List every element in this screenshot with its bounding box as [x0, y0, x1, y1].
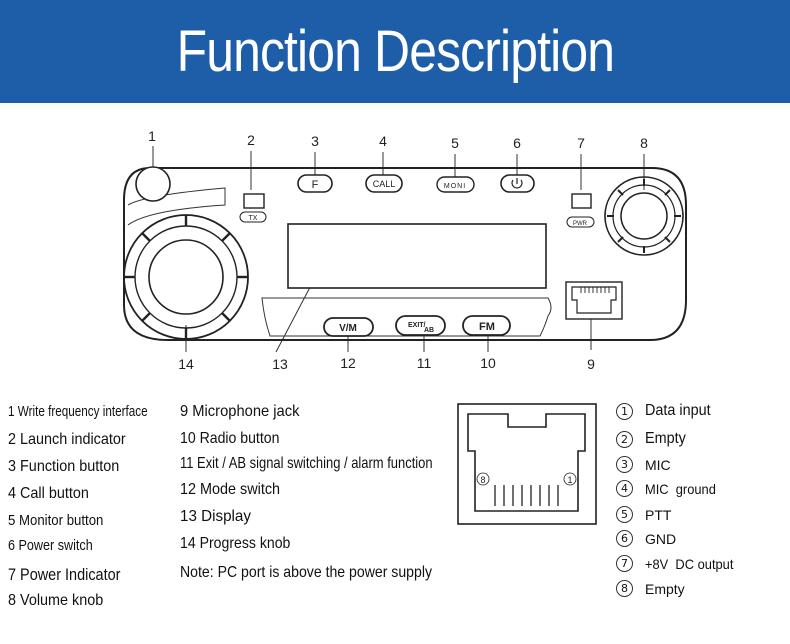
power-icon	[511, 179, 523, 189]
tx-label: TX	[249, 215, 258, 222]
pin-number: 5	[616, 506, 633, 523]
callout-7: 7	[577, 135, 585, 151]
pin-label: PTT	[645, 506, 672, 523]
pin-label: GND	[645, 530, 677, 547]
callout-6: 6	[513, 135, 521, 151]
radio-front-panel-diagram: 1 2 3 4 5 6 7 8 9 10 11 12 13 14	[123, 128, 687, 372]
pin-item: 6 GND	[616, 530, 676, 547]
power-indicator	[571, 193, 592, 209]
progress-knob	[123, 214, 249, 340]
exit-label: EXIT/	[408, 322, 426, 329]
function-item: 12 Mode switch	[180, 481, 281, 498]
pin-number: 6	[616, 530, 633, 547]
pin-number: 8	[616, 580, 633, 597]
function-item: 13 Display	[180, 508, 251, 525]
call-button-label: CALL	[373, 179, 396, 189]
exit-ab-button[interactable]: EXIT/ AB	[395, 315, 446, 336]
jack-pinout-diagram: 8 1	[457, 403, 597, 525]
pin-item: 8 Empty	[616, 580, 685, 597]
microphone-jack	[565, 281, 623, 320]
function-button[interactable]: F	[297, 174, 333, 193]
pin-label: MIC ground	[645, 480, 716, 497]
pin-label: Empty	[645, 430, 686, 447]
callout-13: 13	[272, 356, 288, 372]
call-button[interactable]: CALL	[365, 174, 403, 193]
function-item: 5 Monitor button	[8, 512, 104, 529]
pin-item: 1 Data input	[616, 402, 718, 420]
mode-switch-label: V/M	[339, 323, 357, 334]
function-item: 8 Volume knob	[8, 592, 104, 609]
write-frequency-interface	[135, 166, 171, 202]
function-item: 9 Microphone jack	[180, 403, 300, 420]
function-item: 4 Call button	[8, 485, 89, 502]
callout-12: 12	[340, 355, 356, 371]
title-banner: Function Description	[0, 0, 790, 103]
launch-indicator	[243, 193, 265, 209]
callout-1: 1	[148, 128, 156, 144]
jack-pin-8-label: 8	[480, 475, 485, 485]
callout-10: 10	[480, 355, 496, 371]
note-text: Note: PC port is above the power supply	[180, 564, 433, 581]
pin-item: 3 MIC	[616, 456, 671, 473]
pin-number: 3	[616, 456, 633, 473]
jack-pin-1-label: 1	[567, 475, 572, 485]
function-item: 1 Write frequency interface	[8, 403, 148, 420]
callout-3: 3	[311, 133, 319, 149]
function-item: 10 Radio button	[180, 430, 280, 447]
pin-number: 4	[616, 480, 633, 497]
display	[287, 223, 547, 289]
pin-label: Data input	[645, 402, 711, 419]
function-item: 7 Power Indicator	[8, 565, 121, 584]
pin-item: 7 +8V DC output	[616, 555, 741, 572]
monitor-button-label: MONI	[444, 183, 466, 190]
mode-switch-button[interactable]: V/M	[323, 317, 374, 337]
pin-number: 2	[616, 430, 633, 448]
pin-item: 5 PTT	[616, 506, 671, 523]
function-item: 2 Launch indicator	[8, 431, 126, 448]
pin-number: 1	[616, 402, 633, 420]
callout-8: 8	[640, 135, 648, 151]
radio-button[interactable]: FM	[462, 315, 511, 336]
monitor-button[interactable]: MONI	[436, 176, 475, 193]
callout-4: 4	[379, 133, 387, 149]
callout-5: 5	[451, 135, 459, 151]
ab-label: AB	[424, 327, 434, 334]
callout-9: 9	[587, 356, 595, 372]
pin-label: MIC	[645, 456, 671, 473]
pin-label: +8V DC output	[645, 555, 734, 572]
pin-label: Empty	[645, 580, 685, 597]
pin-number: 7	[616, 555, 633, 572]
function-item: 3 Function button	[8, 458, 120, 475]
page-title: Function Description	[176, 19, 614, 84]
power-switch[interactable]	[500, 174, 535, 193]
function-item: 11 Exit / AB signal switching / alarm fu…	[180, 455, 433, 472]
callout-11: 11	[417, 355, 432, 371]
callout-14: 14	[178, 356, 194, 372]
pin-item: 2 Empty	[616, 430, 690, 448]
pwr-label: PWR	[573, 221, 588, 227]
function-button-label: F	[312, 179, 319, 191]
function-item: 6 Power switch	[8, 537, 93, 554]
jack-pins	[494, 485, 559, 506]
callout-2: 2	[247, 132, 255, 148]
pin-item: 4 MIC ground	[616, 480, 722, 497]
radio-button-label: FM	[479, 321, 495, 333]
volume-knob	[604, 176, 684, 256]
radio-body-outline	[123, 167, 687, 341]
function-item: 14 Progress knob	[180, 535, 291, 552]
